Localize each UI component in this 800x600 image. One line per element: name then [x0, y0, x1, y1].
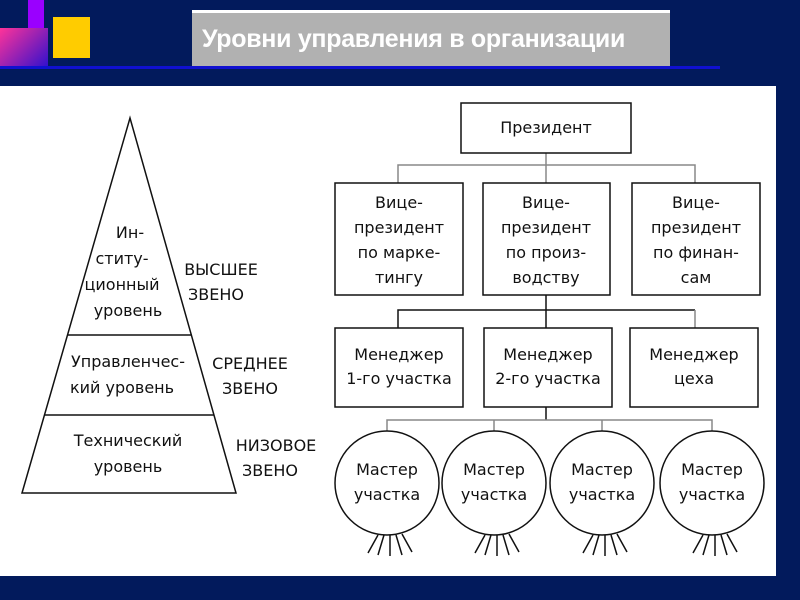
pyramid-text: ционный — [84, 275, 159, 294]
manager-text: Менеджер — [503, 345, 592, 364]
pyramid-text: Управленчес- — [71, 352, 185, 371]
decor-gradient-square — [0, 28, 48, 66]
pyramid-outline — [21, 115, 237, 494]
pyramid: Ин- ститу- ционный уровень ВЫСШЕЕ ЗВЕНО … — [21, 115, 317, 494]
master-node: Мастер участка — [334, 430, 440, 556]
slide-title: Уровни управления в организации — [202, 25, 626, 53]
vp-box — [631, 182, 761, 296]
vp-text: тингу — [375, 268, 423, 287]
tier-label: ВЫСШЕЕ — [184, 260, 258, 279]
master-text: участка — [354, 485, 420, 504]
master-text: Мастер — [356, 460, 418, 479]
master-text: участка — [569, 485, 635, 504]
title-box: Уровни управления в организации — [192, 10, 670, 66]
pyramid-text: Ин- — [116, 223, 144, 242]
pyramid-text: Технический — [73, 431, 183, 450]
manager-text: 2-го участка — [495, 369, 601, 388]
manager-box — [483, 327, 613, 408]
manager-box — [334, 327, 464, 408]
master-node: Мастер участка — [549, 430, 655, 556]
org-connectors — [386, 153, 713, 431]
pyramid-text: кий уровень — [70, 378, 174, 397]
vp-text: Вице- — [672, 193, 720, 212]
master-text: Мастер — [571, 460, 633, 479]
president-label: Президент — [500, 118, 592, 137]
decor-yellow-square — [53, 17, 90, 58]
pyramid-text: ститу- — [95, 249, 148, 268]
vp-text: водству — [512, 268, 579, 287]
vp-text: Вице- — [522, 193, 570, 212]
pyramid-text: уровень — [94, 301, 163, 320]
vp-text: сам — [681, 268, 712, 287]
manager-boxes: Менеджер 1-го участка Менеджер 2-го учас… — [334, 327, 759, 408]
vp-text: президент — [651, 218, 741, 237]
manager-text: Менеджер — [649, 345, 738, 364]
tier-label: ЗВЕНО — [222, 379, 278, 398]
master-text: Мастер — [463, 460, 525, 479]
manager-text: 1-го участка — [346, 369, 452, 388]
content-panel — [0, 86, 776, 576]
master-text: Мастер — [681, 460, 743, 479]
manager-text: цеха — [674, 369, 714, 388]
master-circles: Мастер участка Мастер участка Мастер уча… — [334, 430, 765, 556]
title-underline — [0, 66, 720, 69]
master-node: Мастер участка — [659, 430, 765, 556]
manager-box — [629, 327, 759, 408]
master-text: участка — [461, 485, 527, 504]
vp-box — [334, 182, 464, 296]
tier-label: НИЗОВОЕ — [236, 436, 317, 455]
tier-label: СРЕДНЕЕ — [212, 354, 288, 373]
master-text: участка — [679, 485, 745, 504]
vp-text: по произ- — [506, 243, 586, 262]
vp-box — [482, 182, 611, 296]
decor-purple-square — [28, 0, 44, 30]
vp-text: по марке- — [358, 243, 441, 262]
vp-text: Вице- — [375, 193, 423, 212]
president-box: Президент — [460, 102, 632, 154]
vp-text: президент — [354, 218, 444, 237]
tier-label: ЗВЕНО — [242, 461, 298, 480]
tier-label: ЗВЕНО — [188, 285, 244, 304]
vp-text: президент — [501, 218, 591, 237]
vice-president-boxes: Вице- президент по марке- тингу Вице- пр… — [334, 182, 761, 296]
master-node: Мастер участка — [441, 430, 547, 556]
vp-text: по финан- — [653, 243, 739, 262]
pyramid-text: уровень — [94, 457, 163, 476]
manager-text: Менеджер — [354, 345, 443, 364]
